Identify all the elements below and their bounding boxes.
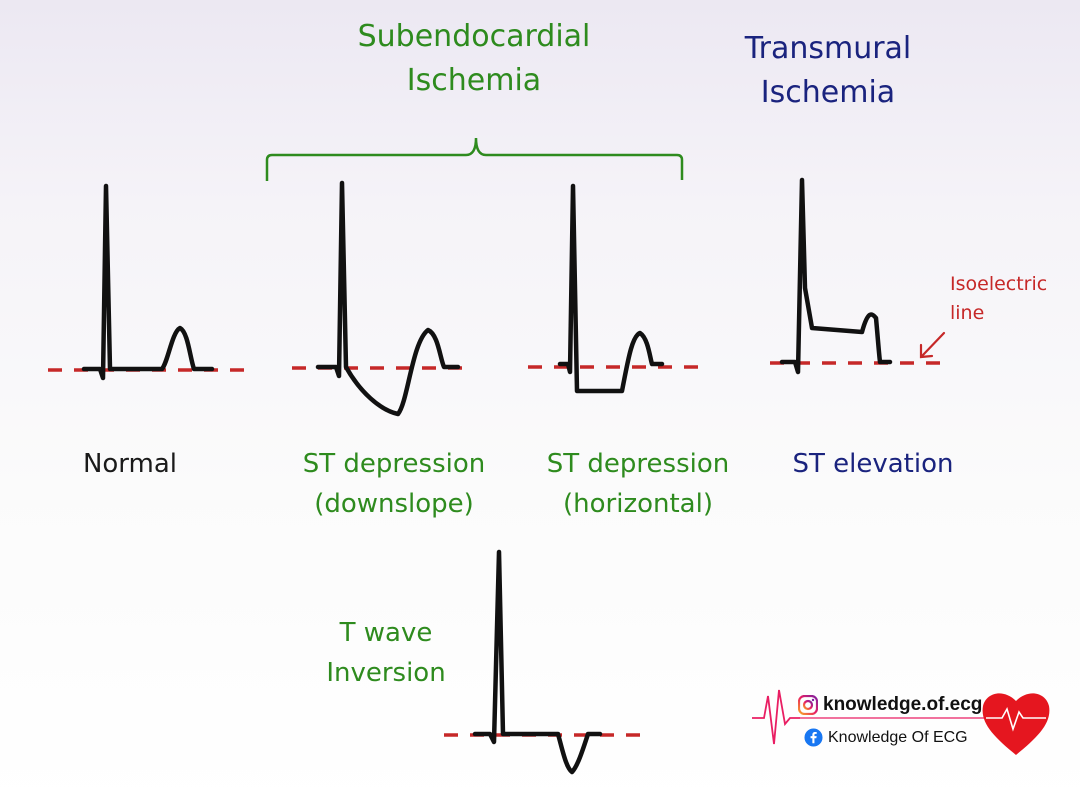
subendocardial-bracket [265,137,684,181]
ecg-trace-normal [81,183,215,381]
heart-icon [982,693,1050,755]
instagram-icon [798,695,818,715]
isoelectric-line-label: Isoelectric line [950,273,1048,324]
ecg-trace-st-depression-horizontal [557,183,665,394]
isoelectric-arrow [919,331,946,359]
ecg-trace-t-wave-inversion [472,549,603,775]
caption-st-depression-horizontal: ST depression (horizontal) [546,449,730,520]
ecg-trace-st-depression-downslope [315,180,461,417]
heart-pulse-line [986,706,1046,732]
facebook-icon [804,728,823,747]
header-subendocardial: Subendocardial Ischemia [357,19,591,98]
caption-t-wave-inversion: T wave Inversion [326,618,446,689]
header-transmural: Transmural Ischemia [744,31,912,110]
facebook-handle-text: Knowledge Of ECG [828,728,968,746]
ecg-pulse-icon [752,689,800,745]
caption-st-elevation: ST elevation [792,449,954,479]
caption-st-depression-downslope: ST depression (downslope) [302,449,486,520]
instagram-handle[interactable]: knowledge.of.ecg [798,694,982,716]
facebook-handle[interactable]: Knowledge Of ECG [804,728,968,747]
ecg-trace-st-elevation [779,177,893,375]
instagram-handle-text: knowledge.of.ecg [823,694,983,715]
caption-normal: Normal [82,449,178,479]
